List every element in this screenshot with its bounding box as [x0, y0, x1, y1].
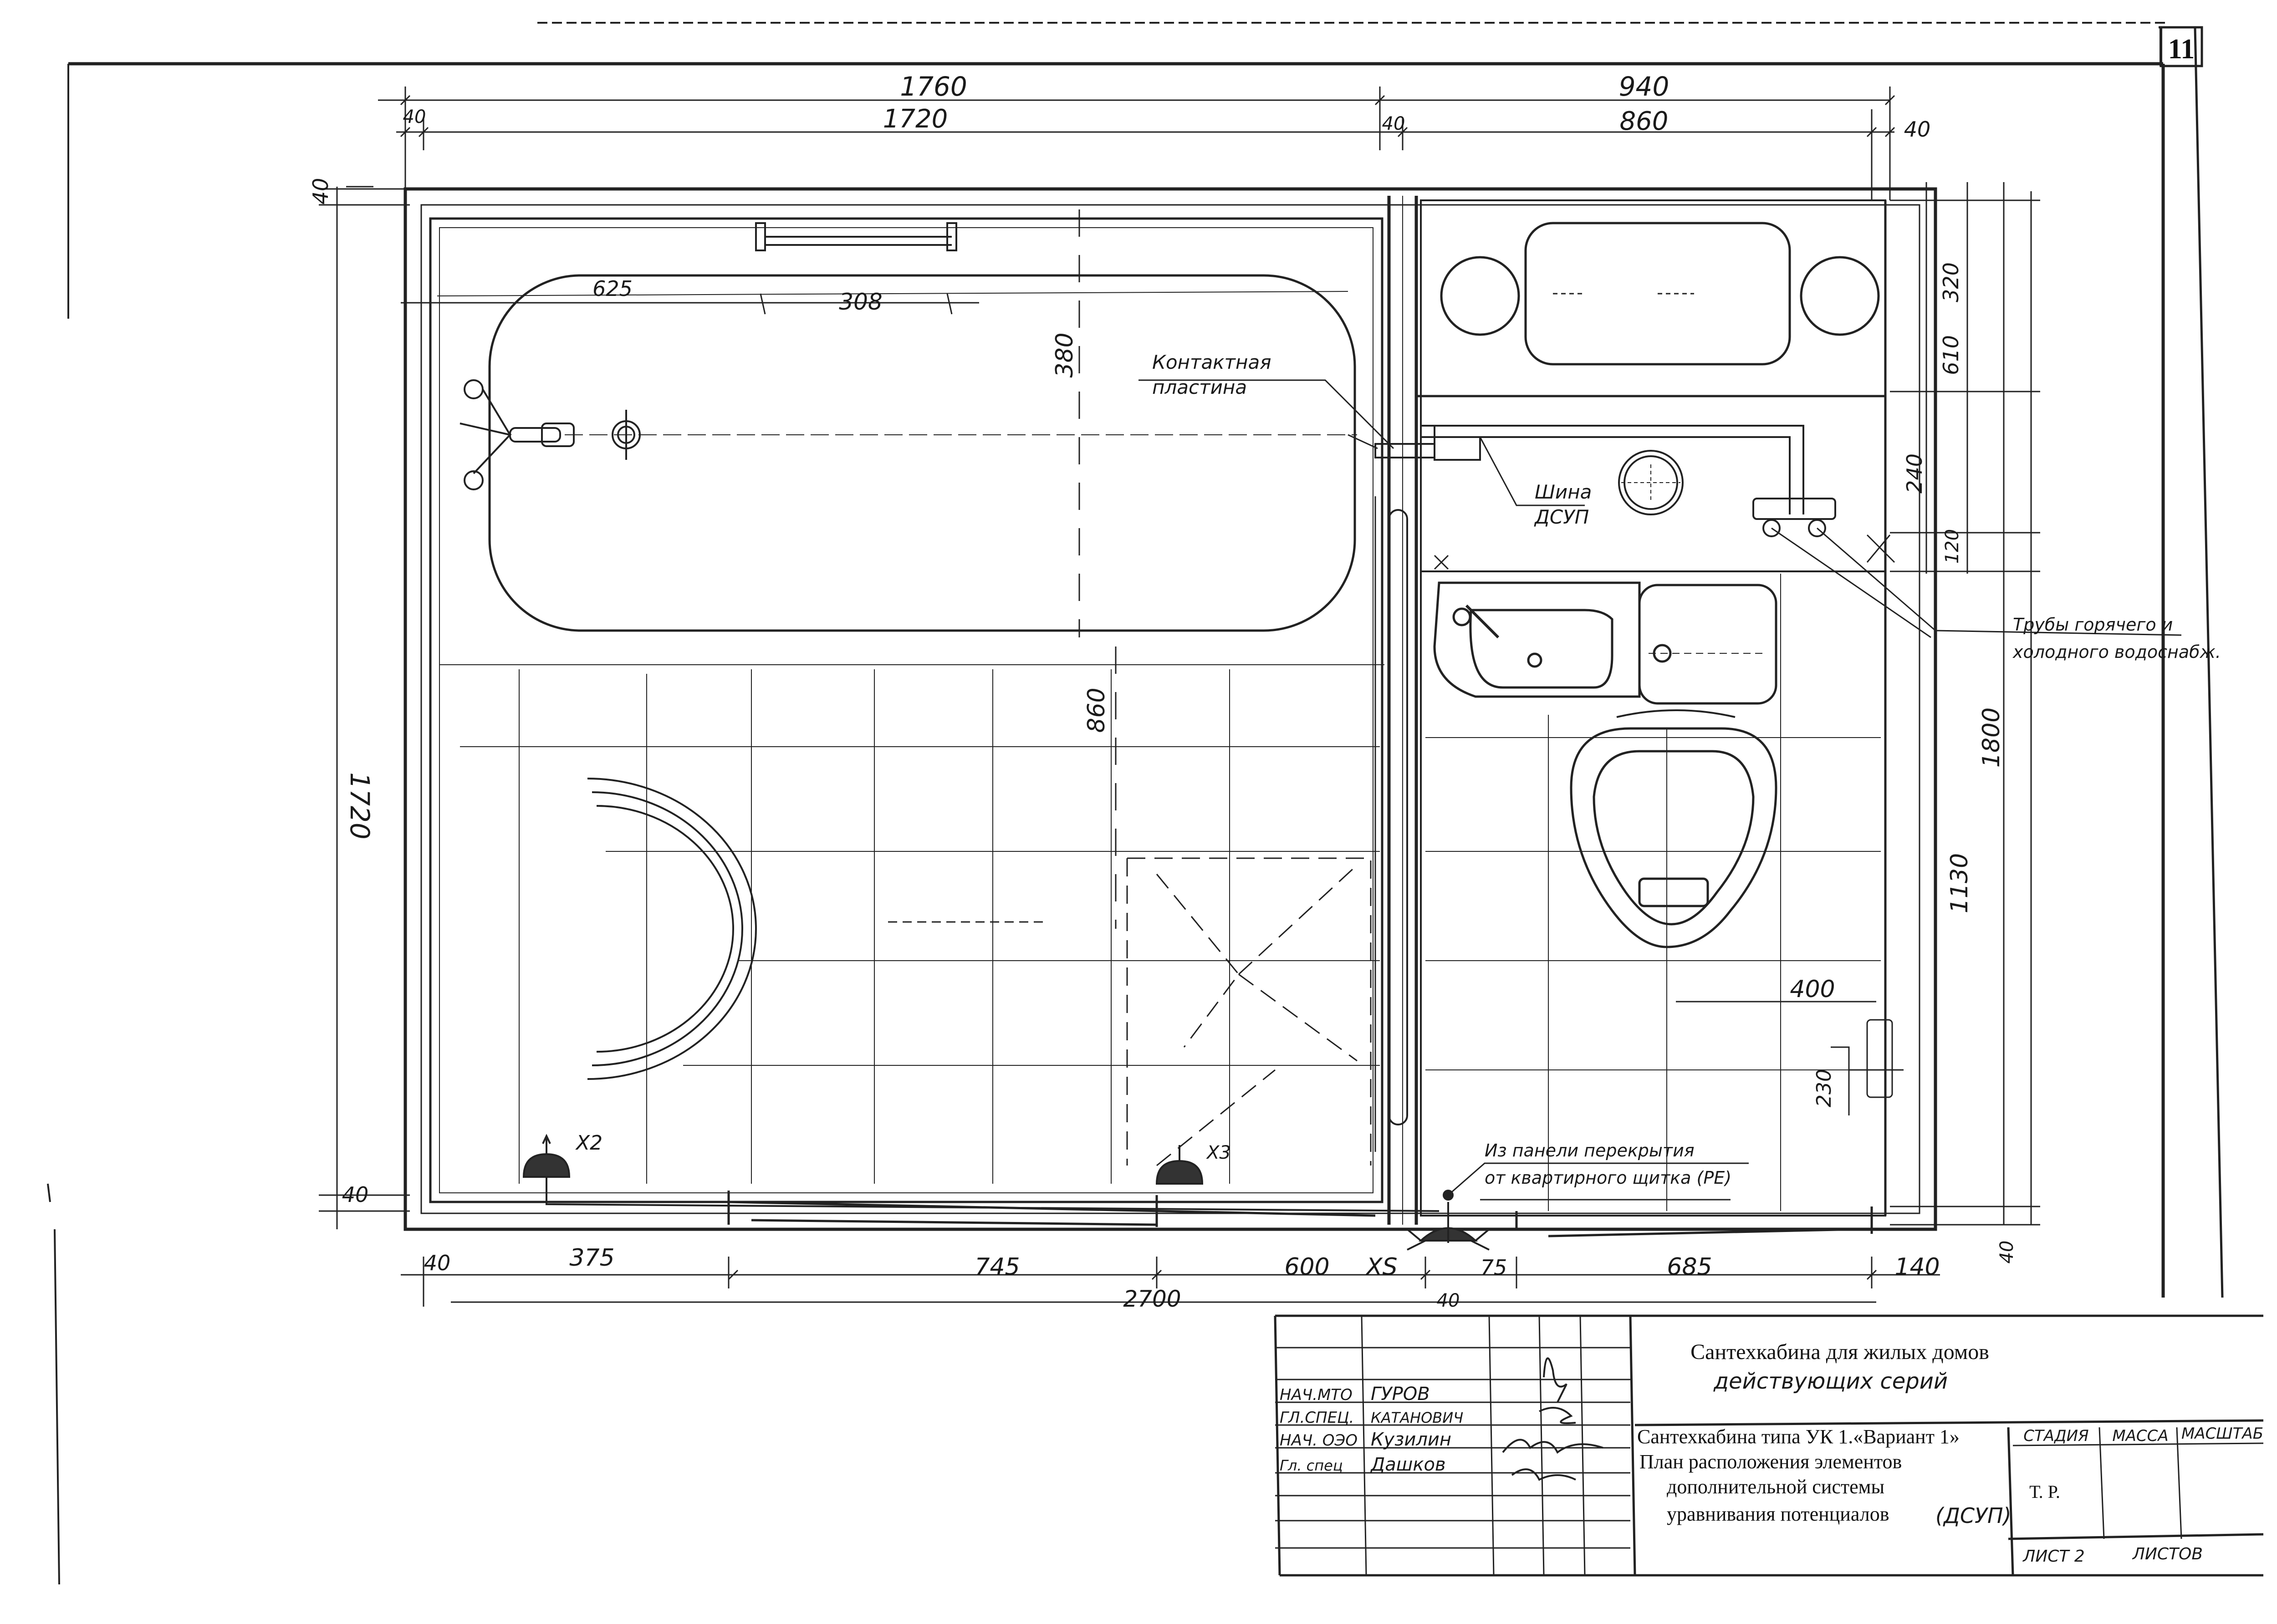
leader-lines: [1138, 379, 2182, 1201]
dim-bath-625: 625: [592, 276, 633, 301]
dim-right-40: 40: [1996, 1241, 2017, 1264]
sink: [1433, 581, 1777, 705]
drawing-title-abbr: (ДСУП): [1935, 1503, 2012, 1528]
dim-top-40-c: 40: [1904, 117, 1931, 142]
callouts: Контактная пластина Шина ДСУП Трубы горя…: [575, 351, 2221, 1281]
terminal-x2-label: X2: [575, 1131, 602, 1155]
dim-bottom-375: 375: [569, 1244, 614, 1272]
drawing-title-line-2: План расположения элементов: [1639, 1451, 1902, 1473]
dim-right-1130: 1130: [1946, 853, 1973, 913]
drawing-title-line-1: Сантехкабина типа УК 1.«Вариант 1»: [1637, 1425, 1960, 1448]
terminal-x3: [1155, 1145, 1204, 1185]
dim-top-940: 940: [1619, 71, 1669, 102]
dim-left-40-top: 40: [308, 178, 333, 205]
toilet: [1570, 709, 1777, 948]
bus-label-2: ДСУП: [1534, 506, 1589, 528]
bath-mixer: [459, 379, 575, 490]
dim-wc-400: 400: [1790, 976, 1835, 1003]
project-title-line-2: действующих серий: [1713, 1369, 1948, 1394]
contact-plate-label-1: Контактная: [1152, 351, 1271, 373]
sheets-label: ЛИСТОВ: [2132, 1545, 2203, 1563]
washbasin-top: [1440, 222, 1880, 366]
door-swing-arc: [587, 778, 1047, 1080]
towel-rail: [755, 222, 957, 251]
role-4: Гл. спец: [1280, 1457, 1343, 1474]
dim-wc-230: 230: [1812, 1069, 1836, 1107]
floor-panel-label-1: Из панели перекрытия: [1485, 1140, 1695, 1161]
dim-bottom-140: 140: [1894, 1253, 1940, 1281]
terminal-x2: [522, 1134, 1440, 1212]
terminal-xs: [1406, 1190, 1490, 1251]
bottom-floor-lines: [727, 1191, 1873, 1237]
name-4: Дашков: [1370, 1454, 1446, 1475]
floor-drain-zone: [1126, 857, 1372, 1166]
floor-panel-label-2: от квартирного щитка (PE): [1485, 1168, 1731, 1188]
signatures: [1502, 1357, 1603, 1481]
wc-wall-fittings: [1434, 534, 1904, 1098]
dim-bottom-75: 75: [1481, 1255, 1507, 1280]
drawing-title-line-3: дополнительной системы: [1667, 1476, 1884, 1498]
title-block: Сантехкабина для жилых домов действующих…: [1274, 1314, 2264, 1577]
dim-bottom-2700: 2700: [1123, 1286, 1181, 1312]
role-2: ГЛ.СПЕЦ.: [1280, 1409, 1354, 1427]
role-1: НАЧ.МТО: [1280, 1386, 1353, 1404]
dimension-lines: [319, 87, 2040, 1307]
dim-bottom-40-xs: 40: [1437, 1290, 1460, 1311]
name-3: Кузилин: [1371, 1429, 1451, 1450]
riser-pipe: [1374, 496, 1408, 1152]
bathtub: [437, 222, 1357, 632]
terminal-x3-label: X3: [1206, 1142, 1231, 1163]
sheet-number: 11: [2168, 34, 2195, 65]
pipes-label-1: Трубы горячего и: [2013, 615, 2173, 635]
mass-header: МАССА: [2112, 1427, 2168, 1445]
pipes-label-2: холодного водоснабж.: [2012, 642, 2221, 662]
dim-bottom-40: 40: [424, 1251, 451, 1275]
stage-value: Т. Р.: [2029, 1481, 2060, 1502]
project-title-line-1: Сантехкабина для жилых домов: [1690, 1340, 1989, 1364]
role-3: НАЧ. ОЭО: [1280, 1431, 1358, 1450]
dim-right-1800: 1800: [1978, 708, 2005, 768]
drawing-title-line-4: уравнивания потенциалов: [1667, 1503, 1889, 1525]
dim-right-240: 240: [1902, 453, 1927, 494]
floor-drain-wc: [1618, 450, 1684, 515]
dim-top-40-b: 40: [1382, 113, 1405, 134]
dim-bath-308: 308: [839, 289, 882, 315]
dim-right-120: 120: [1942, 529, 1963, 564]
dim-bottom-745: 745: [975, 1253, 1020, 1281]
dsup-bus: [1421, 425, 1836, 537]
stage-header: СТАДИЯ: [2023, 1427, 2088, 1445]
dim-bath-860: 860: [1083, 687, 1110, 733]
dim-top-40-a: 40: [403, 107, 426, 127]
dim-top-1720: 1720: [883, 104, 948, 134]
contact-plate-label-2: пластина: [1152, 376, 1247, 398]
floor-tile-grid: [439, 574, 1881, 1211]
dim-bath-380: 380: [1051, 332, 1078, 377]
scale-header: МАСШТАБ: [2181, 1425, 2263, 1443]
dim-bottom-685: 685: [1667, 1253, 1712, 1281]
dim-left-1720: 1720: [344, 772, 375, 840]
bath-drain: [612, 410, 641, 460]
terminal-xs-label: XS: [1365, 1253, 1398, 1281]
bus-label-1: Шина: [1535, 481, 1592, 503]
sheet-number-box: 11: [2160, 26, 2203, 67]
sheet-label: ЛИСТ 2: [2022, 1547, 2084, 1566]
name-1: ГУРОВ: [1371, 1384, 1430, 1405]
dimension-texts: 1760 940 40 1720 40 860 40 40 1720 40 32…: [308, 71, 2017, 1312]
dim-right-320: 320: [1939, 262, 1963, 302]
dim-left-40-bottom: 40: [342, 1182, 369, 1207]
dim-bottom-600: 600: [1284, 1253, 1329, 1281]
dim-top-860: 860: [1620, 107, 1669, 136]
dim-top-1760: 1760: [900, 71, 967, 102]
dim-right-610: 610: [1939, 335, 1963, 375]
name-2: КАТАНОВИЧ: [1371, 1409, 1463, 1426]
